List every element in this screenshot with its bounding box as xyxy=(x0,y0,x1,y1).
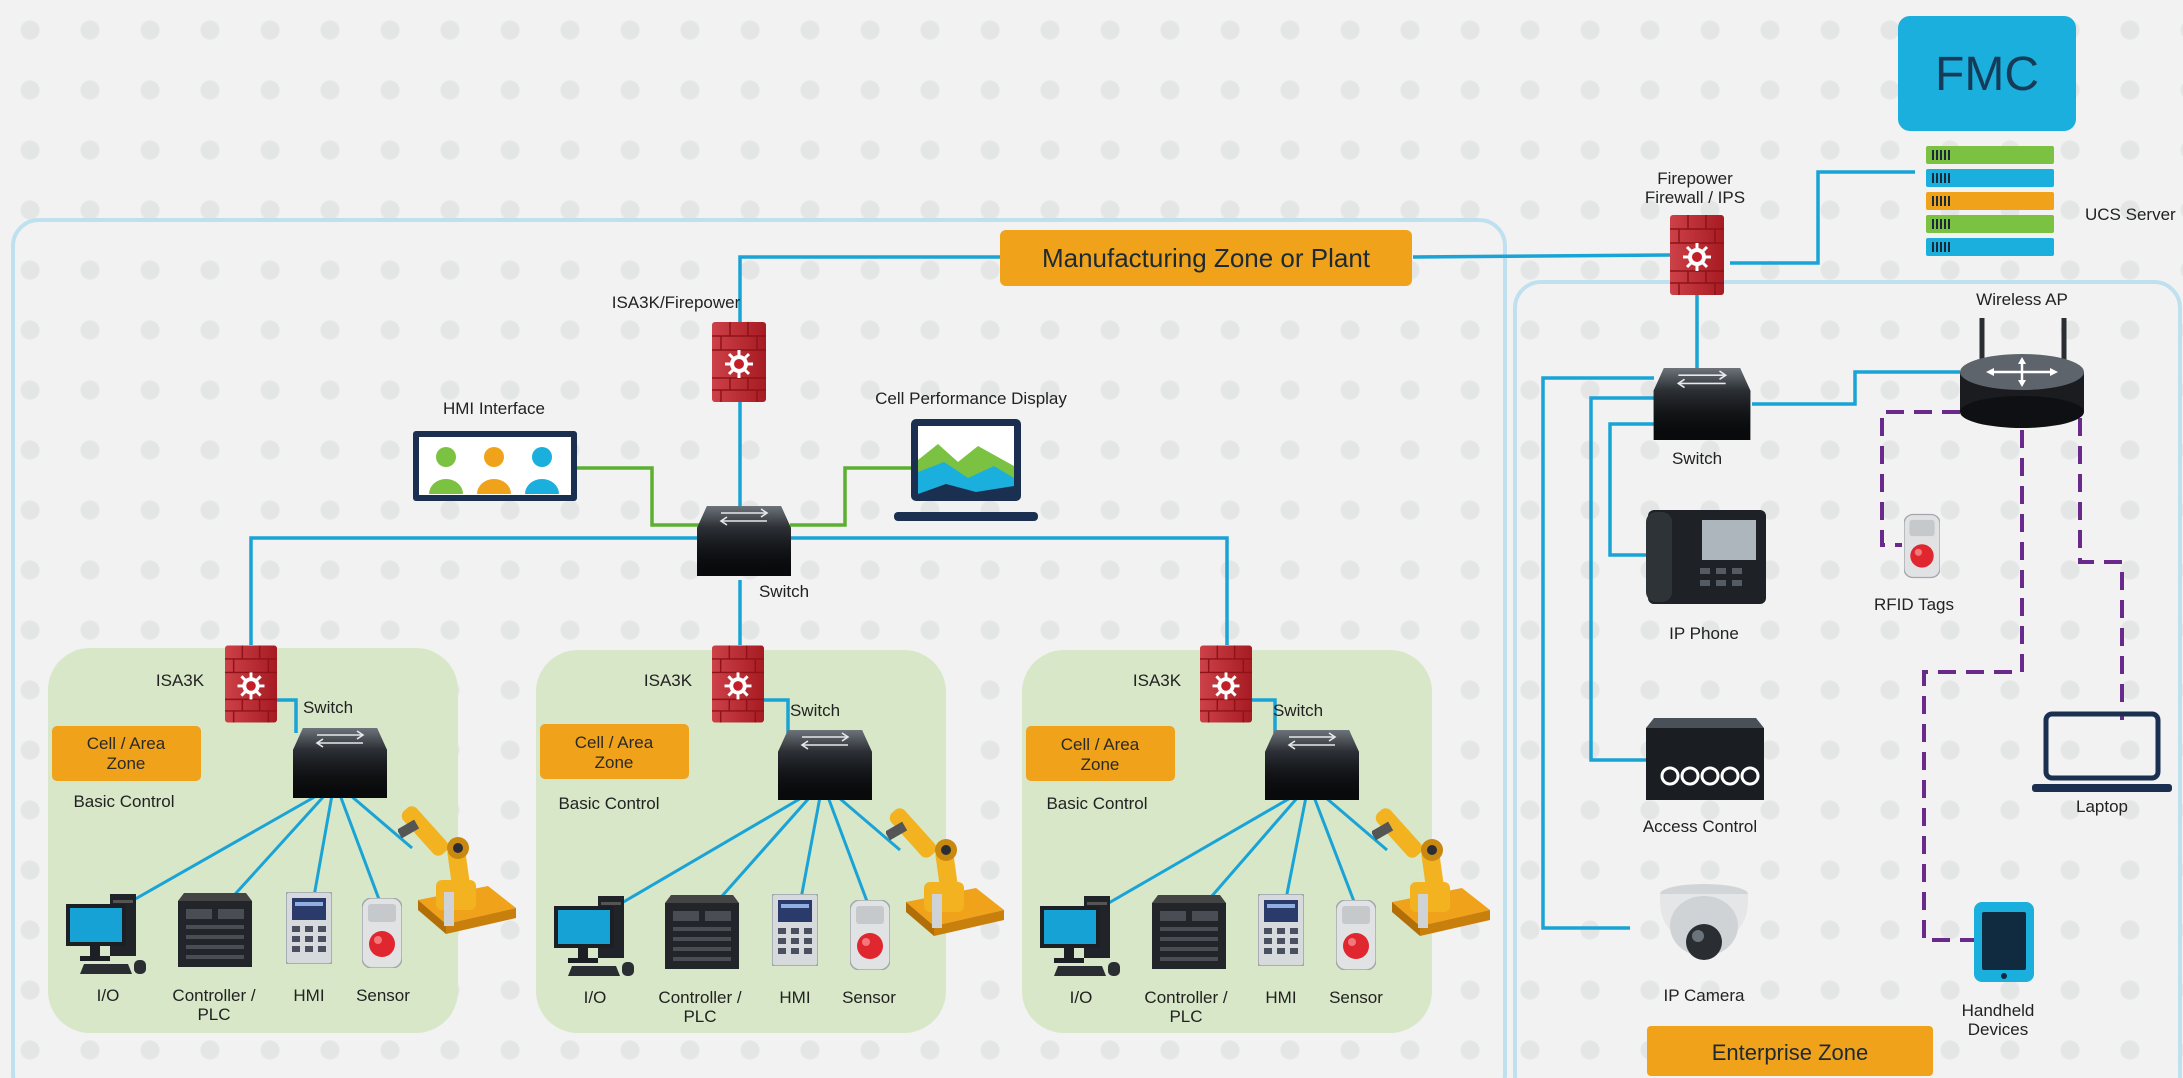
tablet-icon xyxy=(1974,902,2034,982)
ip-phone-label: IP Phone xyxy=(1669,624,1739,643)
device-label-io: I/O xyxy=(97,986,120,1005)
laptop-icon xyxy=(2032,711,2172,792)
cell-performance-label: Cell Performance Display xyxy=(875,389,1067,408)
laptop-label: Laptop xyxy=(2076,797,2128,816)
basic-control-label: Basic Control xyxy=(73,792,174,811)
manufacturing-zone-outline xyxy=(11,218,1507,1078)
isa3k-label: ISA3K xyxy=(156,671,205,690)
cell-area-1: ISA3K Switch Cell / Area Zone Basic Cont… xyxy=(52,645,516,1024)
firewall-label-line1: Firepower xyxy=(1657,169,1733,188)
firewall-icon xyxy=(1200,645,1252,723)
access-control-icon xyxy=(1646,718,1764,800)
device-label-controller-line2: PLC xyxy=(683,1007,716,1026)
cell-zone-line1: Cell / Area xyxy=(1061,735,1140,754)
handheld-label-line1: Handheld xyxy=(1962,1001,2035,1020)
isa3k-label: ISA3K xyxy=(1133,671,1182,690)
cell-zone-badge xyxy=(1026,726,1175,781)
isa3k-label: ISA3K xyxy=(644,671,693,690)
firewall-icon xyxy=(1670,215,1724,295)
device-label-controller-line1: Controller / xyxy=(1144,988,1227,1007)
firewall-icon xyxy=(712,322,766,402)
router-icon xyxy=(1960,318,2084,428)
device-label-hmi: HMI xyxy=(779,988,810,1007)
server-icon xyxy=(1926,146,2054,256)
device-label-sensor: Sensor xyxy=(842,988,896,1007)
cell-zone-line2: Zone xyxy=(1081,755,1120,774)
hmi-people-icon xyxy=(413,431,577,501)
hmi-interface-label: HMI Interface xyxy=(443,399,545,418)
switch-icon xyxy=(1265,730,1359,800)
fmc-label: FMC xyxy=(1935,48,2039,101)
ip-phone-icon xyxy=(1646,510,1766,604)
rfid-icon xyxy=(1904,513,1940,579)
switch-icon xyxy=(293,728,387,798)
banner-title: Manufacturing Zone or Plant xyxy=(1042,243,1371,273)
hmi-panel-icon xyxy=(286,892,332,964)
firewall-icon xyxy=(712,645,764,723)
isa3k-firepower-label: ISA3K/Firepower xyxy=(612,293,741,312)
controller-icon xyxy=(665,895,739,969)
device-label-sensor: Sensor xyxy=(1329,988,1383,1007)
ip-camera-label: IP Camera xyxy=(1664,986,1745,1005)
device-label-hmi: HMI xyxy=(293,986,324,1005)
firewall-icon xyxy=(225,645,277,723)
device-label-io: I/O xyxy=(1070,988,1093,1007)
central-switch-label: Switch xyxy=(759,582,809,601)
cell-zone-badge xyxy=(540,724,689,779)
cell-switch-label: Switch xyxy=(303,698,353,717)
cell-zone-line2: Zone xyxy=(595,753,634,772)
cell-area-3: ISA3K Switch Cell / Area Zone Basic Cont… xyxy=(1026,645,1490,1026)
cell-zone-line2: Zone xyxy=(107,754,146,773)
wireless-links xyxy=(1880,410,2124,942)
rfid-label: RFID Tags xyxy=(1874,595,1954,614)
device-label-controller-line1: Controller / xyxy=(658,988,741,1007)
sensor-icon xyxy=(850,900,890,970)
enterprise-zone-outline xyxy=(1513,280,2182,1078)
basic-control-label: Basic Control xyxy=(1046,794,1147,813)
cell-area-2: ISA3K Switch Cell / Area Zone Basic Cont… xyxy=(540,645,1004,1026)
enterprise-zone-label: Enterprise Zone xyxy=(1712,1040,1869,1065)
switch-icon xyxy=(778,730,872,800)
cell-zone-badge xyxy=(52,726,201,781)
device-label-controller-line2: PLC xyxy=(197,1005,230,1024)
cell-zone-line1: Cell / Area xyxy=(87,734,166,753)
enterprise-zone-banner xyxy=(1647,1026,1933,1076)
handheld-label-line2: Devices xyxy=(1968,1020,2028,1039)
fmc-box xyxy=(1898,16,2076,131)
laptop-chart-icon xyxy=(894,419,1038,521)
device-label-controller-line1: Controller / xyxy=(172,986,255,1005)
controller-icon xyxy=(1152,895,1226,969)
enterprise-switch-label: Switch xyxy=(1672,449,1722,468)
device-label-hmi: HMI xyxy=(1265,988,1296,1007)
sensor-icon xyxy=(362,898,402,968)
cell-switch-label: Switch xyxy=(790,701,840,720)
controller-icon xyxy=(178,893,252,967)
device-label-sensor: Sensor xyxy=(356,986,410,1005)
sensor-icon xyxy=(1336,900,1376,970)
switch-icon xyxy=(1652,368,1752,440)
cell-switch-label: Switch xyxy=(1273,701,1323,720)
wireless-ap-label: Wireless AP xyxy=(1976,290,2068,309)
basic-control-label: Basic Control xyxy=(558,794,659,813)
ucs-server-label: UCS Server xyxy=(2085,205,2176,224)
hmi-panel-icon xyxy=(1258,894,1304,966)
green-links xyxy=(576,466,912,527)
access-control-label: Access Control xyxy=(1643,817,1757,836)
firewall-label-line2: Firewall / IPS xyxy=(1645,188,1745,207)
cell-zone-line1: Cell / Area xyxy=(575,733,654,752)
device-label-controller-line2: PLC xyxy=(1169,1007,1202,1026)
ip-camera-icon xyxy=(1660,884,1748,960)
cell-device-links xyxy=(129,793,1388,906)
device-label-io: I/O xyxy=(584,988,607,1007)
switch-icon xyxy=(697,506,791,576)
manufacturing-banner xyxy=(1000,230,1412,286)
hmi-panel-icon xyxy=(772,894,818,966)
